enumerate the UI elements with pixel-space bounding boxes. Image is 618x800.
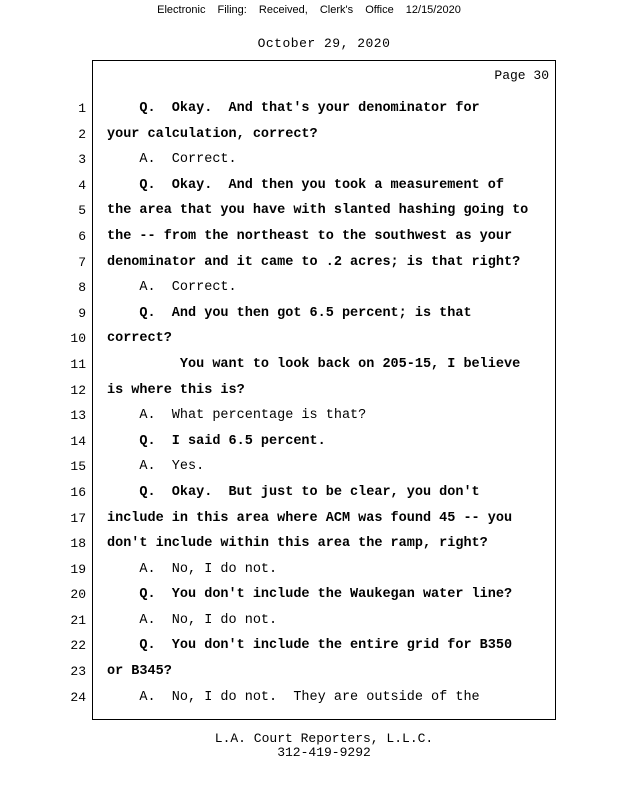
transcript-line: 24 A. No, I do not. They are outside of … [0,685,618,711]
line-number: 22 [70,638,86,654]
line-number: 8 [78,280,86,296]
line-text: You want to look back on 205-15, I belie… [107,356,521,372]
transcript-line: 6 the -- from the northeast to the south… [0,224,618,250]
reporter-footer: L.A. Court Reporters, L.L.C. 312-419-929… [92,732,556,760]
transcript-line: 17 include in this area where ACM was fo… [0,506,618,532]
line-number: 3 [78,152,86,168]
line-number: 1 [78,101,86,116]
line-text: Q. You don't include the Waukegan water … [107,587,513,603]
transcript-line: 20 Q. You don't include the Waukegan wat… [0,582,618,608]
transcript-line: 11 You want to look back on 205-15, I be… [0,352,618,378]
line-number: 19 [70,561,86,577]
line-text: Q. Okay. And that's your denominator for [107,101,480,116]
line-number: 15 [70,459,86,475]
line-number: 21 [70,612,86,628]
transcript-line: 4 Q. Okay. And then you took a measureme… [0,173,618,199]
efiling-stamp: Electronic Filing: Received, Clerk's Off… [157,4,461,16]
line-number: 23 [70,664,86,680]
line-text: A. No, I do not. [107,561,278,577]
line-text: denominator and it came to .2 acres; is … [107,254,521,270]
line-number: 13 [70,408,86,424]
line-number: 7 [78,254,86,270]
line-number: 9 [78,305,86,321]
line-number: 5 [78,203,86,219]
line-text: or B345? [107,664,172,680]
line-text: include in this area where ACM was found… [107,510,513,526]
line-text: A. Correct. [107,152,237,168]
transcript-line: 15 A. Yes. [0,454,618,480]
transcript-lines: 1 Q. Okay. And that's your denominator f… [0,96,618,710]
transcript-page: Page 30 1 Q. Okay. And that's your denom… [0,60,618,722]
line-number: 18 [70,536,86,552]
footer-phone: 312-419-9292 [277,745,371,760]
transcript-line: 7 denominator and it came to .2 acres; i… [0,250,618,276]
line-number: 6 [78,228,86,244]
transcript-line: 16 Q. Okay. But just to be clear, you do… [0,480,618,506]
transcript-line: 10 correct? [0,326,618,352]
line-text: Q. And you then got 6.5 percent; is that [107,305,472,321]
transcript-line: 9 Q. And you then got 6.5 percent; is th… [0,301,618,327]
line-number: 14 [70,433,86,449]
transcript-line: 2 your calculation, correct? [0,122,618,148]
transcript-line: 12 is where this is? [0,378,618,404]
transcript-line: 8 A. Correct. [0,275,618,301]
line-text: don't include within this area the ramp,… [107,536,488,552]
line-text: the area that you have with slanted hash… [107,203,529,219]
line-number: 2 [78,126,86,142]
hearing-date: October 29, 2020 [257,36,391,51]
line-number: 24 [70,689,86,705]
transcript-line: 3 A. Correct. [0,147,618,173]
line-text: A. No, I do not. They are outside of the [107,689,480,705]
transcript-line: 1 Q. Okay. And that's your denominator f… [0,96,618,122]
transcript-line: 21 A. No, I do not. [0,608,618,634]
line-text: A. No, I do not. [107,612,278,628]
line-text: Q. Okay. But just to be clear, you don't [107,484,480,500]
line-text: Q. I said 6.5 percent. [107,433,326,449]
line-text: your calculation, correct? [107,126,318,142]
line-number: 4 [78,177,86,193]
transcript-line: 13 A. What percentage is that? [0,403,618,429]
line-number: 12 [70,382,86,398]
line-number: 16 [70,484,86,500]
line-text: A. What percentage is that? [107,408,367,424]
transcript-line: 22 Q. You don't include the entire grid … [0,633,618,659]
transcript-line: 19 A. No, I do not. [0,557,618,583]
page-number-label: Page 30 [494,68,549,83]
footer-company: L.A. Court Reporters, L.L.C. [214,731,434,746]
line-text: the -- from the northeast to the southwe… [107,228,513,244]
transcript-line: 23 or B345? [0,659,618,685]
line-text: A. Correct. [107,280,237,296]
line-text: Q. Okay. And then you took a measurement… [107,177,504,193]
line-number: 20 [70,587,86,603]
line-number: 11 [70,356,86,372]
transcript-line: 5 the area that you have with slanted ha… [0,198,618,224]
line-text: A. Yes. [107,459,205,475]
line-number: 17 [70,510,86,526]
line-number: 10 [70,331,86,347]
line-text: correct? [107,331,172,347]
transcript-line: 18 don't include within this area the ra… [0,531,618,557]
line-text: is where this is? [107,382,245,398]
transcript-line: 14 Q. I said 6.5 percent. [0,429,618,455]
line-text: Q. You don't include the entire grid for… [107,638,513,654]
